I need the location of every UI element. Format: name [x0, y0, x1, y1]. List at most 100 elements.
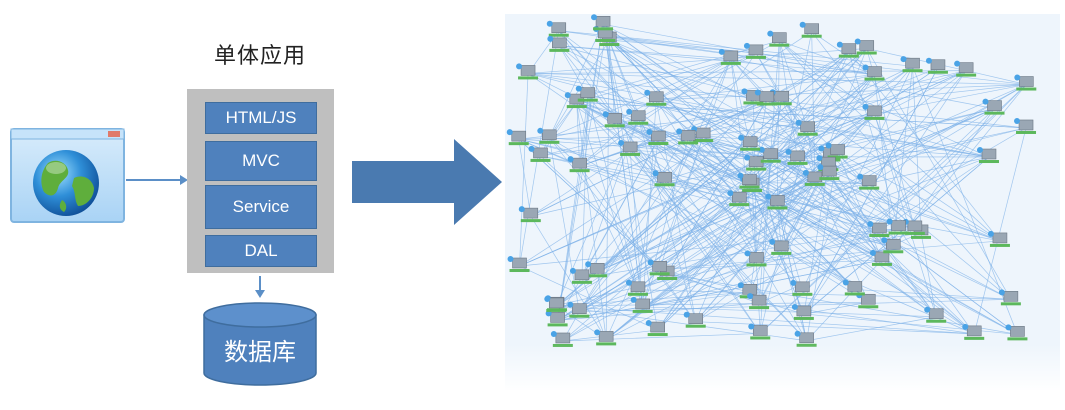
mesh-link [562, 333, 761, 342]
mesh-link [604, 35, 644, 307]
mesh-link [576, 101, 1027, 129]
mesh-link [657, 164, 829, 331]
mesh-link [557, 24, 604, 321]
mesh-node [924, 306, 947, 323]
mesh-node [647, 259, 670, 276]
database-label: 数据库 [224, 338, 296, 366]
mesh-link [755, 52, 990, 158]
mesh-link [642, 259, 883, 308]
mesh-link [702, 135, 803, 291]
mesh-link [518, 138, 975, 335]
mesh-node [825, 142, 848, 159]
mesh-link [629, 149, 644, 307]
mesh-link [519, 265, 658, 331]
mesh-link [558, 30, 913, 67]
mesh-link [638, 118, 1012, 300]
mesh-link [912, 66, 1018, 335]
database-cylinder-icon [203, 302, 317, 386]
mesh-link [770, 48, 867, 157]
mesh-link [730, 58, 995, 109]
mesh-link [837, 152, 1001, 242]
microservice-network-graph [505, 14, 1060, 390]
mesh-node [567, 156, 590, 173]
mesh-node [683, 311, 706, 328]
mesh-node [652, 170, 675, 187]
mesh-node [738, 134, 761, 151]
mesh-node [748, 323, 771, 340]
mesh-node [645, 320, 668, 337]
mesh-link [879, 156, 990, 232]
mesh-node [518, 206, 541, 223]
mesh-link [803, 301, 869, 315]
mesh-node [537, 127, 560, 144]
mesh-link [806, 259, 883, 342]
mesh-link [576, 101, 975, 335]
mesh-link [848, 51, 1001, 242]
mesh-link [549, 118, 639, 139]
mesh-link [806, 316, 937, 342]
mesh-link [605, 35, 1027, 85]
mesh-link [637, 289, 1011, 300]
mesh-link [638, 118, 894, 248]
mesh-link [814, 179, 870, 184]
mesh-node [506, 129, 529, 146]
mesh-link [854, 289, 1011, 300]
mesh-link [608, 40, 616, 122]
mesh-link [528, 70, 967, 74]
mesh-node [546, 20, 569, 37]
mesh-link [587, 95, 808, 131]
mesh-link [730, 58, 899, 229]
mesh-link [557, 306, 643, 321]
mesh-link [562, 164, 829, 342]
transition-arrow-icon [352, 139, 502, 225]
globe-browser-icon [10, 128, 125, 223]
mesh-link [557, 164, 829, 321]
mesh-link [874, 113, 916, 230]
mesh-node [594, 329, 617, 346]
mesh-link [527, 73, 990, 158]
mesh-link [602, 23, 875, 75]
mesh-link [559, 45, 731, 60]
mesh-node [591, 14, 614, 31]
mesh-node [741, 88, 764, 105]
mesh-node [737, 172, 760, 189]
mesh-link [766, 99, 829, 166]
mesh-node [900, 56, 923, 73]
mesh-link [518, 84, 1027, 140]
mesh-link [703, 135, 1001, 242]
mesh-node [743, 42, 766, 59]
mesh-link [973, 127, 1027, 334]
mesh-link [579, 165, 894, 248]
mesh-node [1005, 324, 1028, 341]
mesh-link [739, 179, 815, 201]
mesh-link [605, 40, 610, 340]
mesh-link [519, 113, 875, 267]
mesh-link [695, 185, 753, 322]
mesh-link [868, 183, 1012, 300]
mesh-link [695, 321, 975, 335]
mesh-link [848, 51, 899, 229]
mesh-link [912, 66, 922, 233]
mesh-node [867, 221, 890, 238]
mesh-link [664, 179, 894, 248]
mesh-link [874, 84, 1027, 115]
mesh-link [749, 144, 975, 335]
mesh-node [644, 89, 667, 106]
mesh-node [1014, 117, 1037, 134]
mesh-link [549, 58, 731, 139]
mesh-link [751, 65, 913, 187]
mesh-link [549, 137, 771, 158]
mesh-link [966, 70, 1027, 85]
mesh-node [727, 190, 750, 207]
mesh-node [747, 293, 770, 310]
mesh-link [803, 70, 967, 315]
mesh-node [625, 279, 648, 296]
mesh-node [791, 303, 814, 320]
mesh-node [544, 295, 567, 312]
mesh-link [770, 156, 899, 229]
mesh-link [749, 51, 850, 293]
mesh-link [667, 273, 804, 315]
mesh-link [559, 45, 875, 75]
mesh-link [777, 108, 995, 204]
mesh-node [886, 218, 909, 235]
